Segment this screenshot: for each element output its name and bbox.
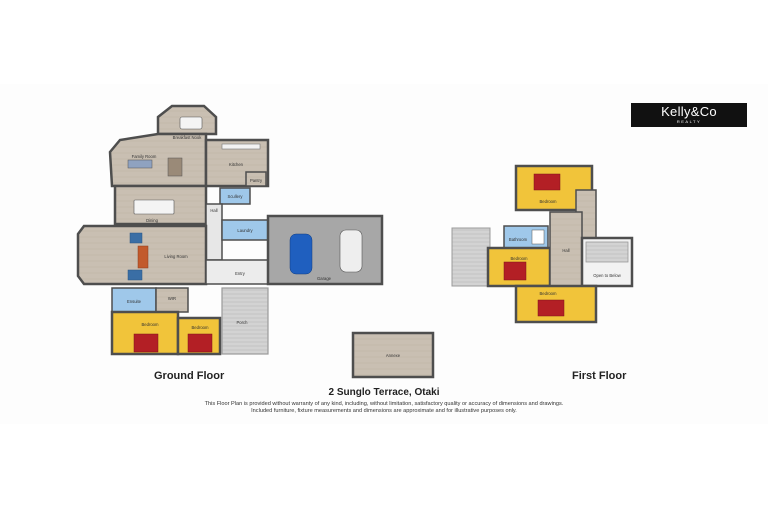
ground-floor-title: Ground Floor — [154, 370, 225, 382]
first-floor-plan: Bedroom Bathroom Bedroom Hall Open to Be… — [451, 164, 634, 324]
brand-name: Kelly&Co — [661, 104, 717, 119]
label-hall: Hall — [210, 208, 217, 213]
label-garage: Garage — [317, 276, 332, 281]
label-breakfast-nook: Breakfast Nook — [173, 135, 203, 140]
room-ensuite — [111, 287, 157, 313]
label-ensuite: Ensuite — [127, 299, 142, 304]
label-family-room: Family Room — [132, 154, 157, 159]
fl-stair-right — [585, 241, 629, 263]
room-family-room — [108, 132, 208, 188]
first-floor-title: First Floor — [572, 370, 627, 382]
fl-furniture — [503, 173, 565, 317]
label-wir: WIR — [168, 296, 176, 301]
label-bedroom-2: Bedroom — [192, 325, 210, 330]
kitchen-bench — [221, 143, 261, 150]
brand-logo: Kelly&Co REALTY — [631, 103, 747, 127]
label-scullery: Scullery — [228, 194, 244, 199]
label-living-room: Living Room — [164, 254, 188, 259]
label-pantry: Pantry — [250, 178, 263, 183]
property-address: 2 Sunglo Terrace, Otaki — [328, 387, 440, 398]
furniture — [127, 116, 363, 353]
fl-label-hall: Hall — [562, 248, 569, 253]
room-porch — [221, 287, 269, 355]
fl-label-bedroom-3: Bedroom — [540, 291, 558, 296]
label-dining: Dining — [146, 218, 159, 223]
fl-label-bedroom-1: Bedroom — [540, 199, 558, 204]
room-garage — [266, 214, 384, 286]
room-annexe — [351, 331, 435, 379]
brand-tagline: REALTY — [676, 119, 702, 124]
label-annexe: Annexe — [386, 353, 401, 358]
label-laundry: Laundry — [237, 228, 253, 233]
ground-floor-plan: Breakfast Nook Family Room Kitchen Pantr… — [76, 104, 435, 379]
room-wir — [155, 287, 189, 313]
room-scullery — [219, 187, 251, 205]
label-bedroom-1: Bedroom — [142, 322, 160, 327]
disclaimer-line-1: This Floor Plan is provided without warr… — [204, 401, 564, 407]
label-kitchen: Kitchen — [229, 162, 244, 167]
disclaimer-line-2: Included furniture, fixture measurements… — [251, 408, 517, 414]
label-porch: Porch — [237, 320, 249, 325]
fl-label-bathroom: Bathroom — [509, 237, 528, 242]
fl-room-hall — [549, 211, 583, 291]
room-pantry — [245, 171, 267, 187]
fl-label-bedroom-2: Bedroom — [511, 256, 529, 261]
fl-label-open-below: Open to Below — [593, 273, 621, 278]
fl-stair-left — [451, 227, 491, 287]
label-entry: Entry — [235, 271, 246, 276]
